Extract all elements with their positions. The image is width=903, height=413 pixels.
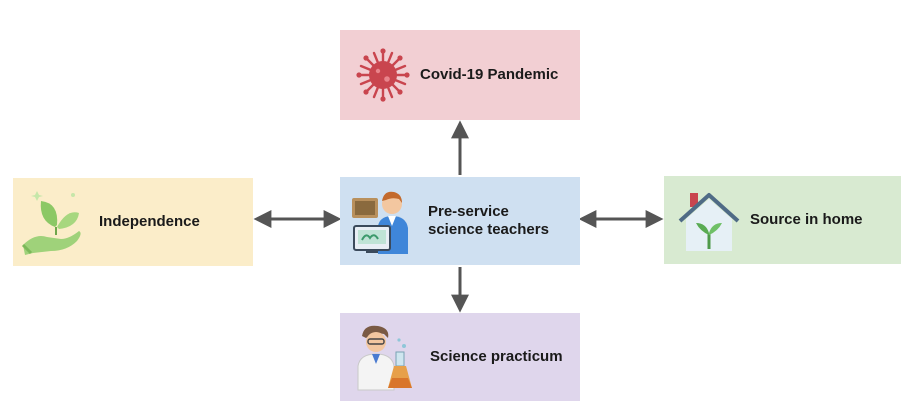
- covid-label: Covid-19 Pandemic: [420, 66, 559, 83]
- center-label-line1: Pre-service: [428, 203, 509, 220]
- node-covid-pandemic: Covid-19 Pandemic: [340, 30, 580, 120]
- node-pre-service-teachers: Pre-service science teachers: [340, 177, 580, 265]
- node-independence: Independence: [13, 178, 253, 266]
- center-label: Pre-service science teachers: [428, 203, 549, 239]
- house-plant-icon: [678, 193, 740, 251]
- virus-icon: [356, 48, 410, 102]
- center-label-line2: science teachers: [428, 221, 549, 238]
- node-source-in-home: Source in home: [664, 176, 901, 264]
- teacher-icon: [352, 191, 408, 254]
- plant-hand-icon: [21, 191, 81, 255]
- practicum-label: Science practicum: [430, 348, 563, 365]
- home-label: Source in home: [750, 211, 863, 228]
- node-science-practicum: Science practicum: [340, 313, 580, 401]
- independence-label: Independence: [99, 213, 200, 230]
- scientist-icon: [357, 325, 412, 391]
